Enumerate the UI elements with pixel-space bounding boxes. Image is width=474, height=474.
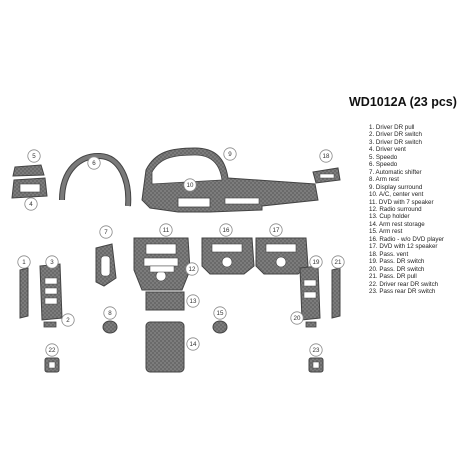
piece-1-driver-dr-pull [19, 267, 29, 319]
legend-item: 16. Radio - w/o DVD player [369, 235, 444, 243]
piece-19-pass-dr-switch [299, 265, 321, 321]
callout-label: 12 [189, 266, 196, 273]
piece-5-speedo [12, 164, 45, 177]
legend-item: 5. Speedo [369, 153, 398, 161]
callout-label: 16 [223, 227, 230, 234]
callout-label: 19 [313, 259, 320, 266]
callout-label: 15 [217, 310, 224, 317]
callout-label: 2 [66, 317, 70, 324]
piece-14-arm-rest-storage [145, 321, 185, 373]
kit-title: WD1012A (23 pcs) [349, 95, 457, 109]
callout-label: 5 [32, 153, 36, 160]
callout-label: 13 [190, 298, 197, 305]
legend-item: 12. Radio surround [369, 205, 422, 213]
callout-circle [186, 337, 200, 351]
legend-item: 2. Driver DR switch [369, 131, 422, 139]
piece-8-arm-rest [102, 320, 118, 334]
callout-label: 4 [29, 201, 33, 208]
callout-circle [309, 255, 323, 269]
legend-item: 4. Driver vent [369, 146, 406, 154]
legend-item: 7. Automatic shifter [369, 168, 422, 176]
callout-label: 3 [50, 259, 54, 266]
callout-label: 17 [273, 227, 280, 234]
callout-label: 1 [22, 259, 26, 266]
callout-label: 7 [104, 229, 108, 236]
callout-label: 21 [335, 259, 342, 266]
piece-16-radio-no-dvd [201, 237, 255, 275]
legend-item: 23. Pass rear DR switch [369, 287, 436, 295]
legend-item: 21. Pass. DR pull [369, 273, 417, 281]
legend-item: 11. DVD with 7 speaker [369, 198, 434, 206]
callout-circle [61, 313, 75, 327]
legend-item: 13. Cup holder [369, 213, 410, 221]
callout-circle [99, 225, 113, 239]
piece-11-dvd-7-speaker [133, 237, 191, 291]
callout-label: 20 [294, 315, 301, 322]
callout-circle [290, 311, 304, 325]
legend-item: 3. Driver DR switch [369, 138, 422, 146]
callout-circle [319, 149, 333, 163]
piece-12-radio-surround [149, 265, 175, 273]
legend-item: 6. Speedo [369, 161, 398, 169]
legend-item: 9. Display surround [369, 183, 423, 191]
piece-9-display-surround [141, 147, 319, 213]
callout-label: 22 [49, 347, 56, 354]
callout-circle [185, 262, 199, 276]
piece-7-automatic-shifter [95, 243, 117, 287]
legend-item: 17. DVD with 12 speaker [369, 243, 438, 251]
piece-22-driver-rear-dr-switch [44, 357, 60, 373]
piece-21-pass-dr-pull [331, 267, 341, 319]
callout-label: 6 [92, 160, 96, 167]
callout-circle [213, 306, 227, 320]
callout-circle [309, 343, 323, 357]
callout-circle [45, 255, 59, 269]
legend-item: 18. Pass. vent [369, 250, 409, 258]
callout-label: 18 [323, 153, 330, 160]
callout-circle [219, 223, 233, 237]
callout-circle [103, 306, 117, 320]
piece-3-driver-dr-switch [39, 263, 63, 321]
piece-13-cup-holder [145, 291, 185, 311]
legend-item: 1. Driver DR pull [369, 124, 415, 131]
piece-10-ac-center-vent [177, 197, 260, 208]
legend-item: 19. Pass. DR switch [369, 258, 425, 266]
piece-4-driver-vent [11, 177, 48, 199]
callout-circle [45, 343, 59, 357]
callout-circle [186, 294, 200, 308]
callout-label: 8 [108, 310, 112, 317]
callout-circle [269, 223, 283, 237]
legend-item: 15. Arm rest [369, 228, 403, 236]
piece-2-driver-dr-switch [43, 321, 57, 328]
callout-circle [223, 147, 237, 161]
legend-item: 20. Pass. DR switch [369, 265, 425, 273]
callout-label: 9 [228, 151, 232, 158]
callout-label: 11 [163, 227, 170, 234]
callout-circle [17, 255, 31, 269]
callout-circle [183, 178, 197, 192]
piece-17-dvd-12-speaker [255, 237, 309, 275]
piece-23-pass-rear-dr-switch [308, 357, 324, 373]
legend-item: 10. A/C, center vent [369, 191, 424, 199]
legend-item: 14. Arm rest storage [369, 220, 425, 228]
piece-20-pass-dr-switch [305, 321, 317, 328]
piece-18-pass-vent [312, 167, 341, 184]
callout-circle [24, 197, 38, 211]
callout-label: 23 [313, 347, 320, 354]
piece-6-speedo-arc [59, 152, 132, 207]
legend-item: 8. Arm rest [369, 176, 399, 184]
callout-label: 10 [187, 182, 194, 189]
callout-circle [159, 223, 173, 237]
callout-label: 14 [190, 341, 197, 348]
callout-circle [27, 149, 41, 163]
piece-15-arm-rest [212, 320, 228, 334]
callout-circle [87, 156, 101, 170]
legend-item: 22. Driver rear DR switch [369, 280, 439, 288]
callout-circle [331, 255, 345, 269]
